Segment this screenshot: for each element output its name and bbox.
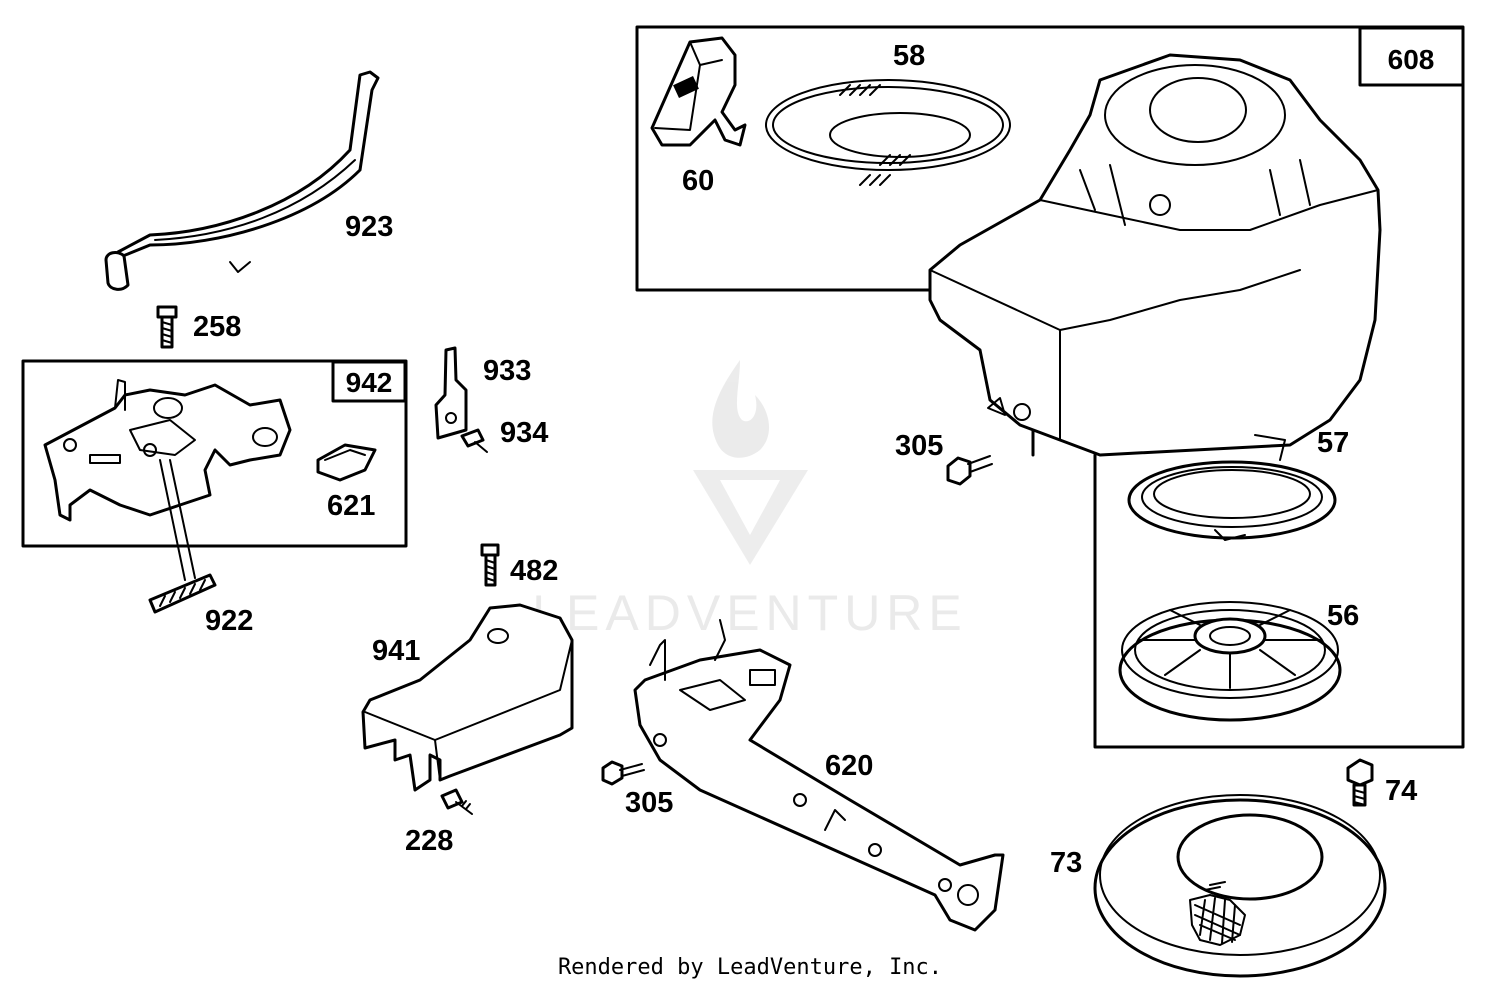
screw-305-right-part: 305: [895, 430, 993, 486]
spring-922-part: 922: [148, 459, 253, 637]
label-305-left: 305: [625, 787, 673, 819]
screen-73-part: 73: [1050, 794, 1387, 978]
pulley-56-part: 56: [1118, 600, 1359, 722]
label-74: 74: [1385, 775, 1417, 807]
control-bracket-620-part: 620: [633, 619, 1005, 932]
blower-housing-part: [928, 53, 1382, 457]
footer-text: Rendered by LeadVenture, Inc.: [558, 955, 942, 980]
link-933-part: 933: [434, 346, 531, 440]
screw-305-left-part: 305: [601, 760, 673, 819]
label-923: 923: [345, 211, 393, 243]
label-258: 258: [193, 311, 241, 343]
label-933: 933: [483, 355, 531, 387]
screw-228-part: 228: [405, 788, 473, 857]
box-942-label: 942: [346, 367, 393, 398]
screw-482-part: 482: [480, 543, 558, 587]
label-228: 228: [405, 825, 453, 857]
label-934: 934: [500, 417, 548, 449]
rope-58-part: 58: [765, 40, 1011, 186]
label-620: 620: [825, 750, 873, 782]
label-922: 922: [205, 605, 253, 637]
label-941: 941: [372, 635, 420, 667]
label-60: 60: [682, 165, 714, 197]
air-vane-part: 923: [104, 70, 393, 291]
label-58: 58: [893, 40, 925, 72]
cover-941-part: 941: [361, 603, 574, 792]
watermark-text: LEADVENTURE: [532, 585, 968, 641]
label-621: 621: [327, 490, 375, 522]
box-942: 942: [21, 359, 408, 548]
label-305-right: 305: [895, 430, 943, 462]
label-73: 73: [1050, 847, 1082, 879]
label-56: 56: [1327, 600, 1359, 632]
handle-60-part: 60: [650, 36, 747, 197]
leadventure-watermark-logo: LEADVENTURE: [532, 360, 968, 641]
spring-57-part: 57: [1127, 427, 1349, 541]
screw-258-part: 258: [156, 305, 241, 349]
label-57: 57: [1317, 427, 1349, 459]
screw-74-part: 74: [1346, 758, 1417, 807]
box-608-label: 608: [1388, 44, 1435, 75]
screw-934-part: 934: [460, 417, 548, 453]
governor-bracket-part: [43, 379, 292, 522]
clip-621-part: 621: [316, 443, 377, 522]
label-482: 482: [510, 555, 558, 587]
